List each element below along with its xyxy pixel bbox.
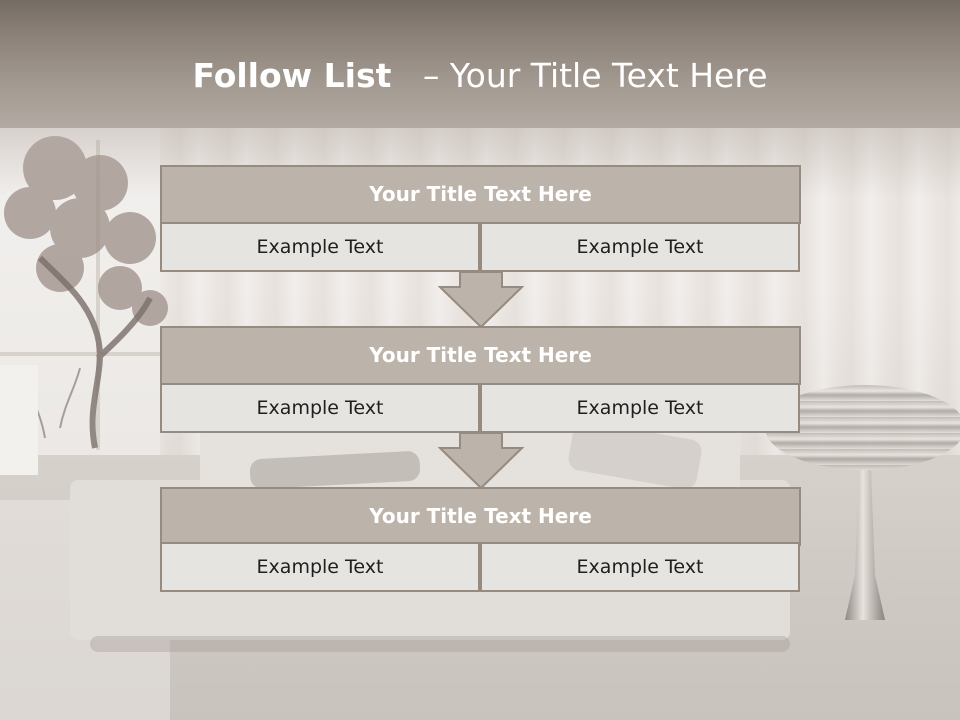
slide-title-rest: – Your Title Text Here [402,56,768,95]
down-arrow-icon [438,432,524,490]
block-text-right: Example Text [480,383,800,433]
block-title: Your Title Text Here [160,326,801,385]
block-title: Your Title Text Here [160,487,801,546]
sofa-shadow [90,636,790,652]
window-frame [0,352,160,356]
block-title: Your Title Text Here [160,165,801,224]
side-cabinet [0,365,38,475]
list-block-3: Your Title Text Here Example Text Exampl… [160,487,801,594]
slide-title-rest-text: – Your Title Text Here [422,56,768,95]
down-arrow-icon [438,271,524,329]
block-text-right: Example Text [480,542,800,592]
block-text-left: Example Text [160,542,480,592]
list-block-2: Your Title Text Here Example Text Exampl… [160,326,801,433]
slide-title-bold: Follow List [192,56,392,95]
block-text-right: Example Text [480,222,800,272]
header-band [0,0,960,128]
block-text-left: Example Text [160,222,480,272]
tree-image [4,136,168,449]
slide-title: Follow List – Your Title Text Here [0,54,960,98]
window-frame [96,140,100,450]
list-block-1: Your Title Text Here Example Text Exampl… [160,165,801,272]
block-text-left: Example Text [160,383,480,433]
